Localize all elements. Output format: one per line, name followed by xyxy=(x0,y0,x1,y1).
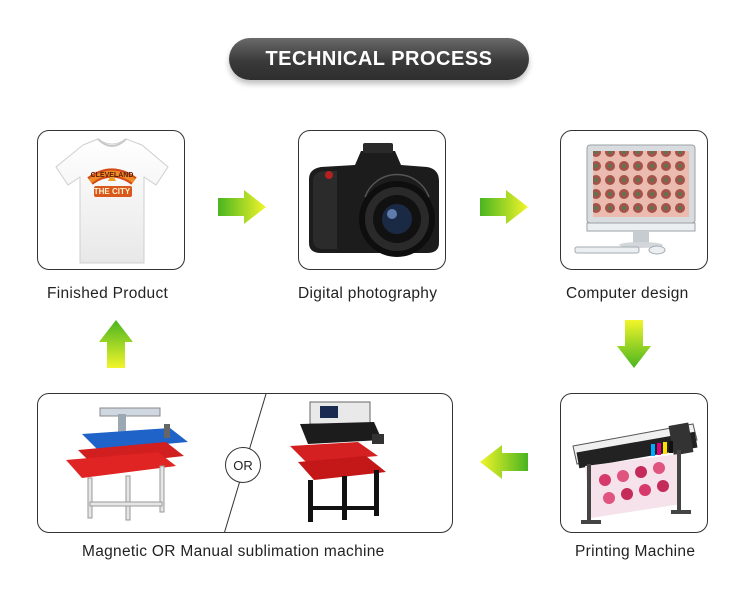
heat-press-icon xyxy=(66,394,386,532)
digital-photography-label: Digital photography xyxy=(298,285,438,302)
tshirt-print-line1: CLEVELAND xyxy=(90,172,134,179)
computer-design-box xyxy=(560,130,708,270)
camera-icon xyxy=(309,143,439,257)
sublimation-machine-label: Magnetic OR Manual sublimation machine xyxy=(82,543,385,560)
printing-machine-label: Printing Machine xyxy=(575,543,696,560)
digital-photography-box xyxy=(298,130,446,270)
computer-icon xyxy=(574,144,696,255)
arrow-right-icon xyxy=(480,190,528,224)
printing-machine-box xyxy=(560,393,708,533)
tshirt-icon xyxy=(55,138,169,264)
computer-design-label: Computer design xyxy=(566,285,689,302)
sublimation-machine-box: OR xyxy=(37,393,453,533)
arrow-right-icon xyxy=(218,190,266,224)
printer-icon xyxy=(572,422,698,524)
or-badge: OR xyxy=(225,447,261,483)
arrow-down-icon xyxy=(617,320,651,368)
finished-product-box: CLEVELAND THE CITY xyxy=(37,130,185,270)
tshirt-print-line2: THE CITY xyxy=(93,187,131,196)
finished-product-label: Finished Product xyxy=(47,285,169,302)
arrow-up-icon xyxy=(99,320,133,368)
arrow-left-icon xyxy=(480,445,528,479)
page-title: TECHNICAL PROCESS xyxy=(229,38,529,80)
